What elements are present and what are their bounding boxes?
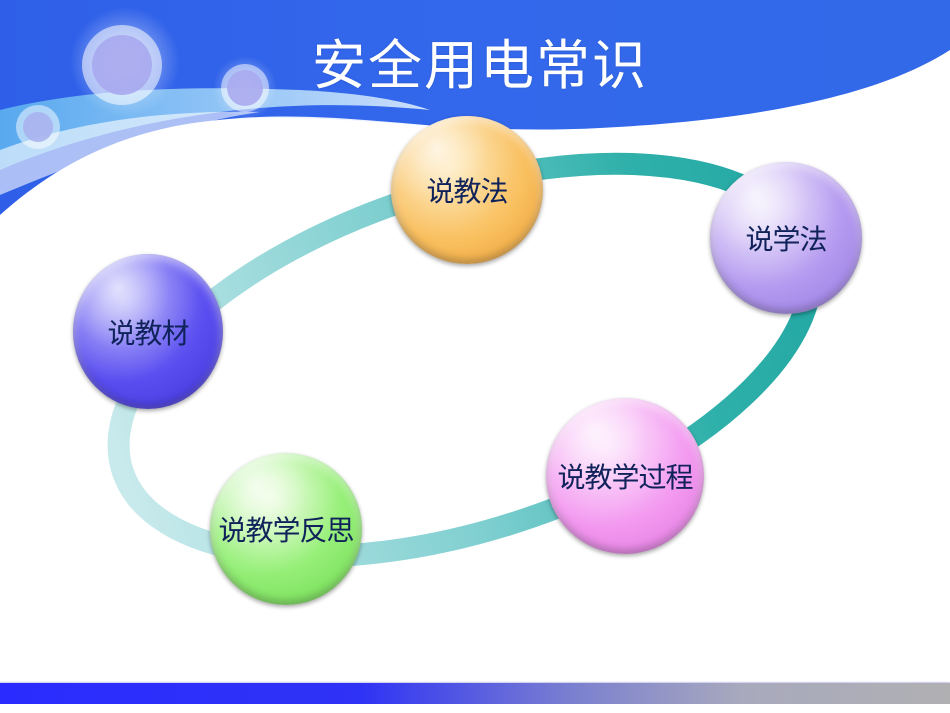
node-label: 说学法: [745, 223, 827, 256]
node-label: 说教学过程: [557, 461, 693, 494]
node-shuo-jiaocai[interactable]: 说教材: [73, 254, 223, 409]
sphere-gloss: [546, 398, 704, 554]
sphere-gloss: [710, 162, 862, 314]
sphere-gloss: [73, 254, 223, 409]
node-shuo-jiaoxue-fansi[interactable]: 说教学反思: [210, 453, 362, 605]
node-shuo-jiaoxue-guocheng[interactable]: 说教学过程: [546, 398, 704, 554]
node-shuo-xuefa[interactable]: 说学法: [710, 162, 862, 314]
sphere-gloss: [391, 116, 543, 264]
node-label: 说教法: [426, 175, 508, 208]
node-label: 说教材: [107, 316, 189, 350]
bottom-decorative-bar: [0, 683, 950, 704]
node-label: 说教学反思: [218, 514, 354, 547]
node-shuo-jiaofa[interactable]: 说教法: [391, 116, 543, 264]
slide-title: 安全用电常识: [312, 34, 648, 97]
sphere-gloss: [210, 453, 362, 605]
